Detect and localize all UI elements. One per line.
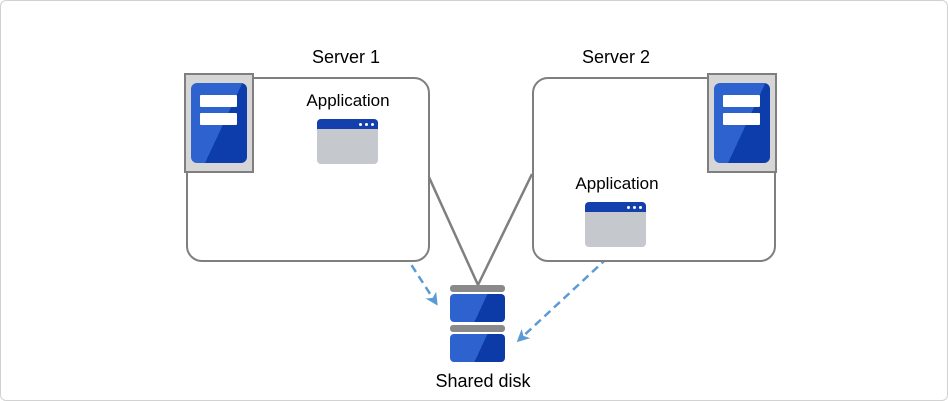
- server-drive-slot: [200, 95, 237, 107]
- server-drive-slot: [200, 113, 237, 125]
- disk-body: [450, 294, 505, 322]
- window-dot-icon: [358, 122, 362, 126]
- server1-title: Server 1: [311, 47, 381, 67]
- shared-disk-stack-icon: [450, 285, 505, 365]
- server1-disk-connector-line: [426, 174, 480, 286]
- shared-disk-label: Shared disk: [435, 371, 531, 391]
- window-dot-icon: [370, 122, 374, 126]
- window-titlebar: [317, 119, 378, 129]
- window-titlebar: [585, 202, 646, 212]
- application2-window-icon: [585, 202, 646, 247]
- application1-label: Application: [306, 91, 390, 110]
- application2-label: Application: [575, 174, 659, 193]
- disk-cap: [450, 325, 505, 332]
- server-drive-slot: [723, 95, 760, 107]
- window-dot-icon: [364, 122, 368, 126]
- server2-title: Server 2: [581, 47, 651, 67]
- server2-disk-connector-line: [476, 173, 534, 286]
- window-dot-icon: [632, 205, 636, 209]
- server-tower-face: [191, 83, 247, 163]
- server1-tower-server-icon: [184, 73, 254, 173]
- server2-tower-server-icon: [707, 73, 777, 173]
- application2-disk-arrow: [516, 248, 618, 343]
- disk-cap: [450, 285, 505, 292]
- window-dot-icon: [638, 205, 642, 209]
- disk-body: [450, 334, 505, 362]
- server-drive-slot: [723, 113, 760, 125]
- server-tower-face: [714, 83, 770, 163]
- application1-window-icon: [317, 119, 378, 164]
- window-dot-icon: [626, 205, 630, 209]
